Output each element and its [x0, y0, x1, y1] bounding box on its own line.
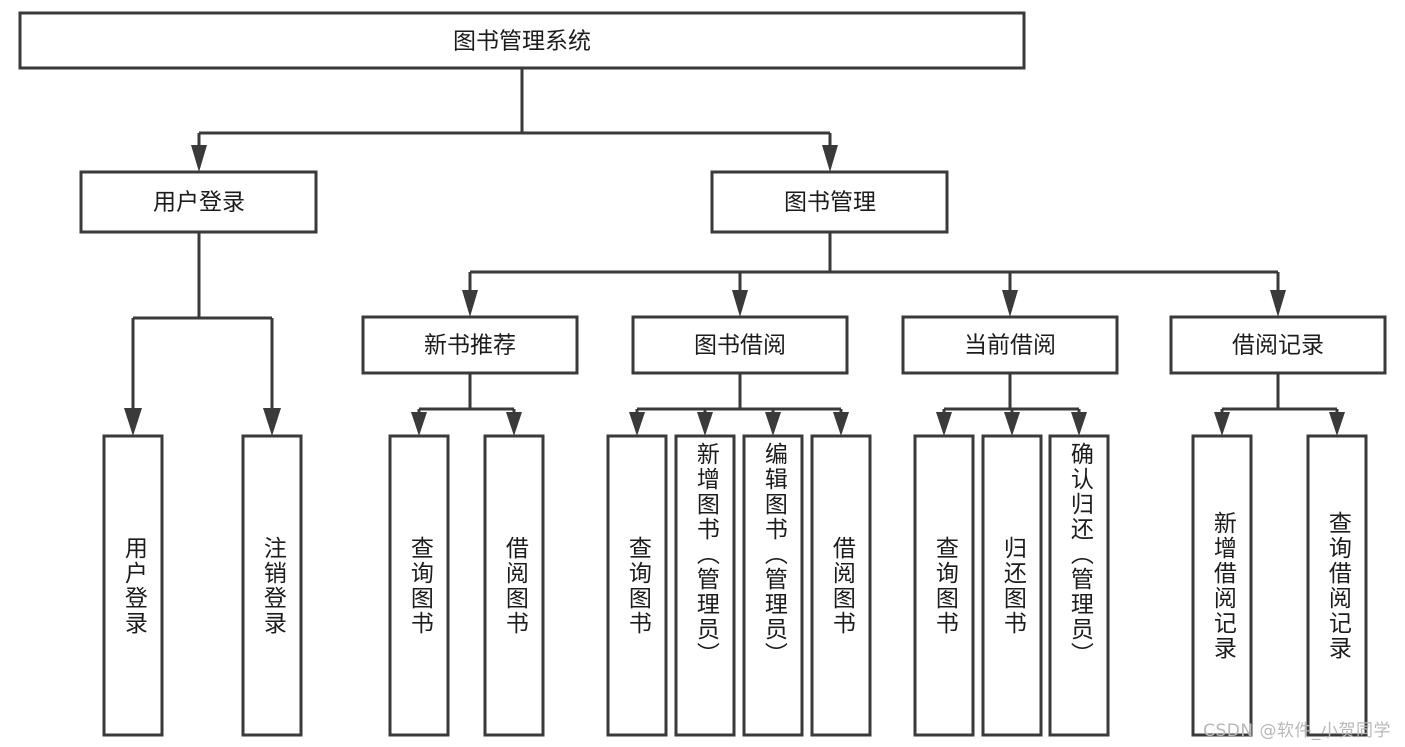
node-root-rect[interactable]	[18, 11, 1026, 70]
node-user-login-label: 用户登录	[153, 190, 245, 216]
arrow-head-leaf-query-book-2	[629, 412, 645, 436]
node-book-management[interactable]: 图书管理	[710, 170, 949, 234]
node-current-borrow[interactable]: 当前借阅	[901, 315, 1119, 375]
arrow-head-leaf-edit-book	[765, 412, 781, 436]
node-leaf-borrow-book-2-rect[interactable]	[810, 434, 872, 737]
node-new-book-recommend-label: 新书推荐	[424, 333, 516, 359]
node-leaf-query-book-1-rect[interactable]	[388, 434, 450, 737]
node-new-book-recommend-rect[interactable]	[361, 315, 579, 375]
node-leaf-borrow-book-1-rect[interactable]	[483, 434, 545, 737]
arrow-head-current-borrow	[1002, 290, 1018, 317]
node-borrow-record-label: 借阅记录	[1232, 333, 1324, 359]
arrow-head-leaf-confirm-return	[1071, 412, 1087, 436]
node-leaf-user-login-rect[interactable]	[102, 434, 164, 737]
node-new-book-recommend[interactable]: 新书推荐	[361, 315, 579, 375]
node-book-management-label: 图书管理	[784, 190, 876, 216]
arrow-head-leaf-query-record	[1329, 412, 1345, 436]
node-leaf-return-book-rect[interactable]	[981, 434, 1043, 737]
arrow-head-borrow-record	[1270, 290, 1286, 317]
node-leaf-add-record-rect[interactable]	[1191, 434, 1253, 737]
node-leaf-edit-book-rect[interactable]	[742, 434, 804, 737]
node-root-label: 图书管理系统	[453, 29, 591, 55]
arrow-head-leaf-add-book	[697, 412, 713, 436]
arrow-head-book-borrow	[732, 290, 748, 317]
node-borrow-record-rect[interactable]	[1169, 315, 1387, 375]
csdn-watermark: CSDN @软件_小贺同学	[1203, 721, 1391, 741]
arrow-head-user-login	[191, 145, 207, 172]
node-leaf-logout-login-rect[interactable]	[241, 434, 303, 737]
arrow-head-leaf-return-book	[1004, 412, 1020, 436]
node-leaf-confirm-return-rect[interactable]	[1048, 434, 1110, 737]
arrow-head-leaf-borrow-book-1	[506, 412, 522, 436]
node-book-borrow-rect[interactable]	[631, 315, 849, 375]
node-borrow-record[interactable]: 借阅记录	[1169, 315, 1387, 375]
node-leaf-add-book-rect[interactable]	[674, 434, 736, 737]
arrow-head-leaf-borrow-book-2	[833, 412, 849, 436]
arrow-head-leaf-query-book-3	[936, 412, 952, 436]
node-book-management-rect[interactable]	[710, 170, 949, 234]
node-user-login[interactable]: 用户登录	[79, 170, 318, 234]
arrow-head-leaf-user-login	[124, 408, 142, 436]
arrow-head-leaf-add-record	[1214, 412, 1230, 436]
node-root[interactable]: 图书管理系统	[18, 11, 1026, 70]
node-current-borrow-rect[interactable]	[901, 315, 1119, 375]
node-book-borrow-label: 图书借阅	[694, 333, 786, 359]
node-user-login-rect[interactable]	[79, 170, 318, 234]
nodes-layer: 图书管理系统 用户登录 图书管理 新书推荐 图书借阅 当前	[18, 11, 1387, 737]
arrow-head-leaf-logout-login	[263, 408, 281, 436]
node-book-borrow[interactable]: 图书借阅	[631, 315, 849, 375]
node-leaf-query-record-rect[interactable]	[1306, 434, 1368, 737]
node-current-borrow-label: 当前借阅	[964, 333, 1056, 359]
leaf-rects-layer	[102, 434, 1368, 737]
node-leaf-query-book-2-rect[interactable]	[606, 434, 668, 737]
edges-layer	[124, 68, 1345, 436]
arrow-head-new-book-recommend	[462, 290, 478, 317]
arrow-head-book-management	[822, 145, 838, 172]
arrow-head-leaf-query-book-1	[411, 412, 427, 436]
node-leaf-query-book-3-rect[interactable]	[913, 434, 975, 737]
